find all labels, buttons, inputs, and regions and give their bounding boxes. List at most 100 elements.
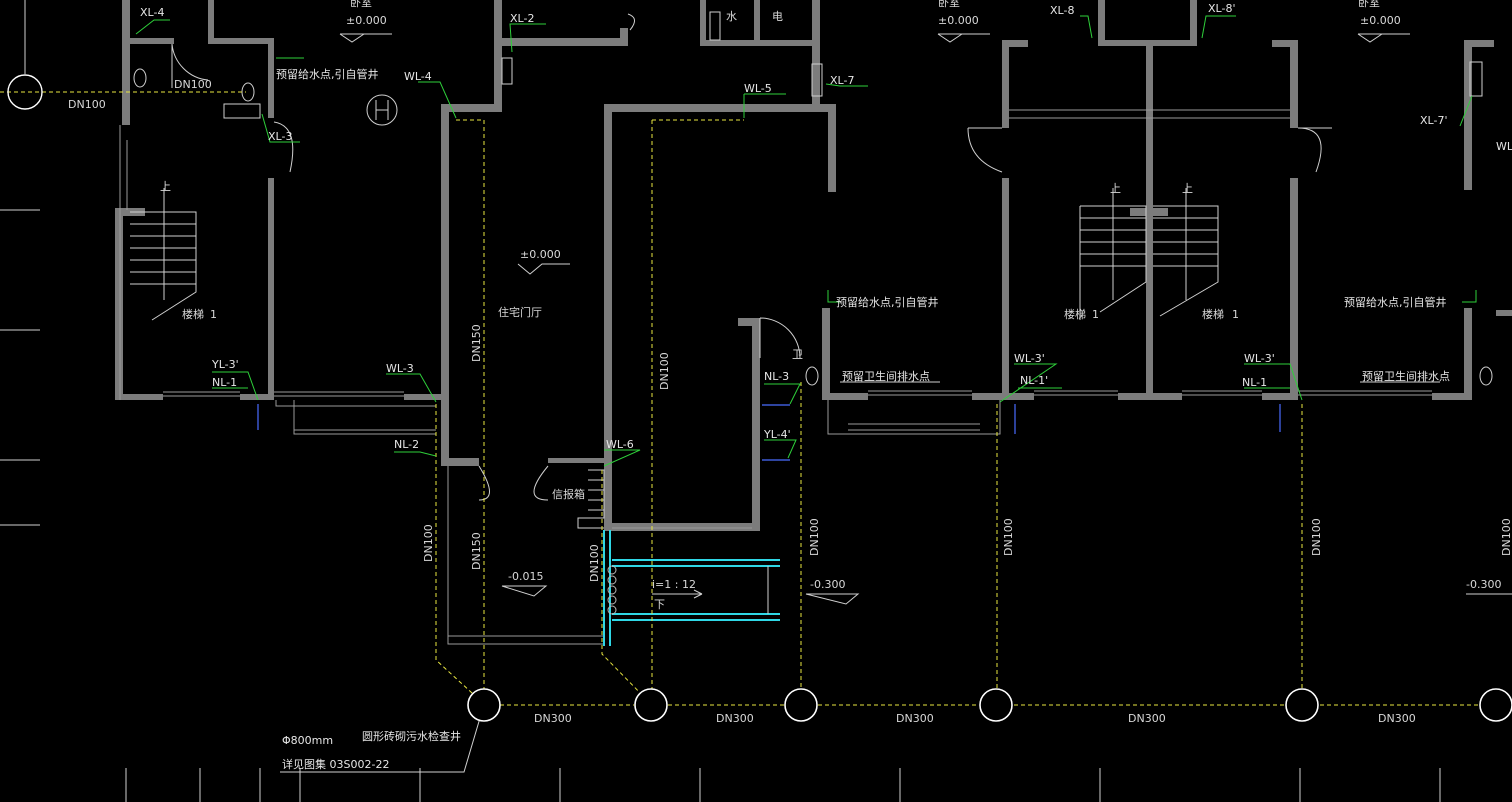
- room-top-1: 卧室: [350, 0, 372, 9]
- label-xl8p: XL-8': [1208, 2, 1235, 15]
- manhole-3: [784, 688, 818, 722]
- label-wl-partial: WL: [1496, 140, 1512, 153]
- note-drain-2: 预留卫生间排水点: [1362, 369, 1450, 383]
- pipe-dn300-2: DN300: [716, 712, 754, 725]
- pipe-dn100-c1: DN100: [808, 518, 821, 556]
- note-water-3: 预留给水点,引自管井: [1344, 295, 1447, 309]
- manhole-note: Φ800mm 圆形砖砌污水检查井 详见图集 03S002-22: [282, 729, 461, 771]
- manhole-leader: [280, 717, 481, 773]
- room-stair-3: 楼梯: [1202, 307, 1224, 321]
- manhole-1: [467, 688, 501, 722]
- ramp: [603, 530, 780, 646]
- label-wl5: WL-5: [744, 82, 772, 95]
- room-hall: 住宅门厅: [498, 305, 542, 319]
- ramp-slope: i=1 : 12: [652, 578, 696, 591]
- label-wl3p-b: WL-3': [1244, 352, 1275, 365]
- water-pipes: [257, 404, 1281, 461]
- pipe-dn100-c2: DN100: [1002, 518, 1015, 556]
- level-labels: ±0.000 ±0.000 ±0.000 ±0.000 -0.015 -0.30…: [346, 14, 1501, 591]
- pipe-dn100-hall: DN100: [658, 352, 671, 390]
- label-xl7p: XL-7': [1420, 114, 1447, 127]
- manhole-2: [634, 688, 668, 722]
- label-xl3: XL-3: [268, 130, 292, 143]
- note-water-2: 预留给水点,引自管井: [836, 295, 939, 309]
- label-xl4: XL-4: [140, 6, 164, 19]
- level-markers: [339, 33, 1512, 605]
- pipe-dn150-lower: DN150: [470, 532, 483, 570]
- pipe-dn100-c4: DN100: [1500, 518, 1512, 556]
- manhole-4: [979, 688, 1013, 722]
- level-top-2: ±0.000: [938, 14, 979, 27]
- label-wl3: WL-3: [386, 362, 414, 375]
- mailbox-steps: [577, 469, 605, 529]
- level-outdoor-3: -0.300: [1466, 578, 1501, 591]
- pipe-dn300-3: DN300: [896, 712, 934, 725]
- label-yl3p: YL-3': [211, 358, 239, 371]
- note-drain-1: 预留卫生间排水点: [842, 369, 930, 383]
- riser-labels: XL-4 XL-2 XL-8 XL-8' XL-7 XL-7' XL-3 WL-…: [140, 2, 1512, 451]
- ramp-down: 下: [654, 598, 665, 611]
- stair-up-1: 上: [160, 180, 171, 193]
- walls: [115, 0, 1512, 531]
- pipe-dn100-top: DN100: [68, 98, 106, 111]
- pipe-dn100-wc: DN100: [174, 78, 212, 91]
- label-yl4p: YL-4': [763, 428, 791, 441]
- room-top-3: 卧室: [1358, 0, 1380, 9]
- label-nl3: NL-3: [764, 370, 789, 383]
- pipe-dn100-left: DN100: [422, 524, 435, 562]
- room-toilet: 卫: [792, 348, 803, 361]
- pipe-dn300-5: DN300: [1378, 712, 1416, 725]
- level-outdoor-2: -0.300: [810, 578, 845, 591]
- pipe-size-labels: DN100 DN100 DN150 DN150 DN100 DN100 DN10…: [68, 78, 1512, 725]
- stair-up-3: 上: [1182, 182, 1193, 195]
- note-labels: 预留给水点,引自管井 预留给水点,引自管井 预留给水点,引自管井 预留卫生间排水…: [276, 67, 1450, 383]
- label-xl2: XL-2: [510, 12, 534, 25]
- label-wl6: WL-6: [606, 438, 634, 451]
- room-stair-1: 楼梯: [182, 307, 204, 321]
- level-outdoor-1: -0.015: [508, 570, 543, 583]
- border-ticks: [0, 209, 1441, 802]
- stair-left: [130, 188, 197, 321]
- manhole-name: 圆形砖砌污水检查井: [362, 729, 461, 743]
- label-xl7: XL-7: [830, 74, 854, 87]
- room-labels: 卧室 卧室 卧室 住宅门厅 楼梯 1 楼梯 1 楼梯 1 上 上 上 下 信报箱…: [160, 0, 1380, 611]
- room-stair-2-num: 1: [1092, 308, 1099, 321]
- label-nl1p: NL-1': [1020, 374, 1048, 387]
- room-stair-1-num: 1: [210, 308, 217, 321]
- fixtures: [133, 11, 1493, 386]
- label-nl1-b: NL-1: [1242, 376, 1267, 389]
- manholes: [467, 688, 1512, 722]
- label-nl2: NL-2: [394, 438, 419, 451]
- room-top-2: 卧室: [938, 0, 960, 9]
- level-hall: ±0.000: [520, 248, 561, 261]
- label-wl4: WL-4: [404, 70, 432, 83]
- doors: [171, 13, 1332, 501]
- room-elec: 电: [772, 10, 783, 23]
- leader-lines: [135, 15, 1477, 467]
- label-xl8: XL-8: [1050, 4, 1074, 17]
- stair-right: [1079, 188, 1219, 320]
- note-water-1: 预留给水点,引自管井: [276, 67, 379, 81]
- manhole-size: Φ800mm: [282, 734, 333, 747]
- manhole-6: [1479, 688, 1512, 722]
- window-lines: [119, 109, 1432, 645]
- label-wl3p-a: WL-3': [1014, 352, 1045, 365]
- pipe-dn150-upper: DN150: [470, 324, 483, 362]
- room-stair-3-num: 1: [1232, 308, 1239, 321]
- drain-pipes: [0, 91, 1478, 706]
- mailbox: 信报箱: [552, 487, 585, 501]
- label-nl1-a: NL-1: [212, 376, 237, 389]
- level-top-3: ±0.000: [1360, 14, 1401, 27]
- pipe-dn300-1: DN300: [534, 712, 572, 725]
- level-top-1: ±0.000: [346, 14, 387, 27]
- pipe-dn100-ramp: DN100: [588, 544, 601, 582]
- manhole-5: [1285, 688, 1319, 722]
- room-stair-2: 楼梯: [1064, 307, 1086, 321]
- pipe-dn300-4: DN300: [1128, 712, 1166, 725]
- room-water: 水: [726, 10, 737, 23]
- axis-bubble: [7, 0, 43, 110]
- pipe-dn100-c3: DN100: [1310, 518, 1323, 556]
- manhole-ref: 详见图集 03S002-22: [282, 757, 389, 771]
- stair-up-2: 上: [1110, 182, 1121, 195]
